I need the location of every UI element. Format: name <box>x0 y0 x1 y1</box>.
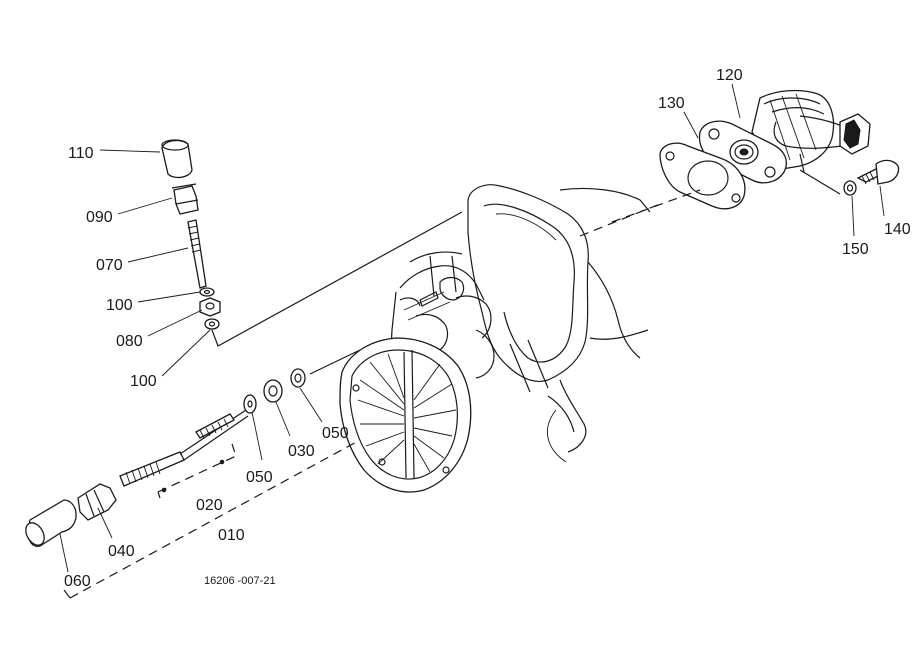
washer-050-right <box>290 368 306 388</box>
gasket <box>659 142 746 210</box>
callout-060: 060 <box>64 573 91 590</box>
body-090 <box>171 183 199 215</box>
callout-020: 020 <box>196 497 223 514</box>
nut-040 <box>77 483 117 521</box>
callout-120: 120 <box>716 67 743 84</box>
callout-140: 140 <box>884 221 911 238</box>
leader-lines <box>59 83 885 573</box>
callout-010: 010 <box>218 527 245 544</box>
callout-050-right: 050 <box>322 425 349 442</box>
callout-150: 150 <box>842 241 869 258</box>
bolt-140 <box>856 159 900 185</box>
engine-housing <box>391 184 651 463</box>
washer-100-lower <box>204 318 220 330</box>
screw-070 <box>187 219 207 289</box>
cover-plate <box>339 337 472 493</box>
washer-050-left <box>243 394 257 414</box>
callout-050-left: 050 <box>246 469 273 486</box>
washer-150 <box>843 180 857 196</box>
drawing-code: 16206 -007-21 <box>204 575 276 587</box>
callout-090: 090 <box>86 209 113 226</box>
sleeve-060 <box>25 499 77 547</box>
solenoid-assembly <box>698 89 871 184</box>
callout-labels: 110 090 070 100 080 100 050 030 050 020 … <box>64 67 911 590</box>
callout-080: 080 <box>116 333 143 350</box>
callout-040: 040 <box>108 543 135 560</box>
nut-030 <box>263 379 283 403</box>
callout-100-upper: 100 <box>106 297 133 314</box>
assembly-lines <box>63 169 841 599</box>
shaft-assembly <box>119 409 249 487</box>
nut-080 <box>199 297 221 317</box>
callout-130: 130 <box>658 95 685 112</box>
washer-100-upper <box>199 287 215 297</box>
callout-110: 110 <box>68 145 94 162</box>
callout-100-lower: 100 <box>130 373 157 390</box>
cap-110 <box>161 139 193 179</box>
callout-030: 030 <box>288 443 315 460</box>
callout-070: 070 <box>96 257 123 274</box>
